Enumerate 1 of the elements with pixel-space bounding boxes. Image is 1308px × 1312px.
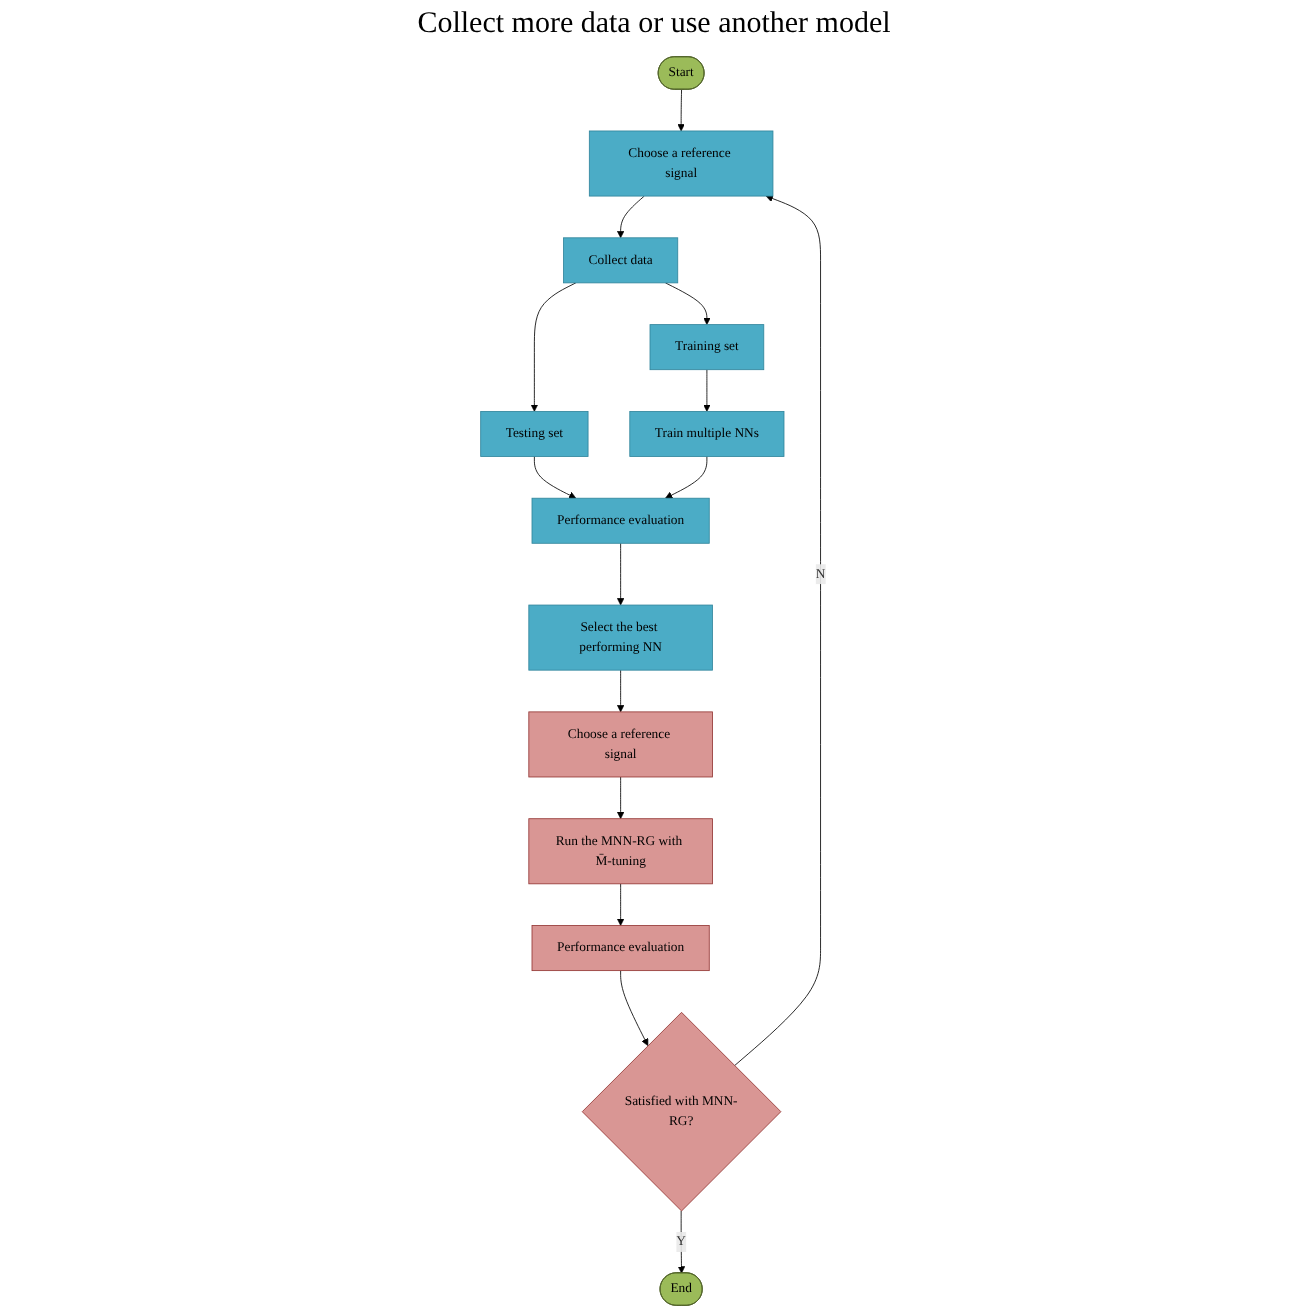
- edge-note: Collect more data or use another model: [417, 8, 891, 42]
